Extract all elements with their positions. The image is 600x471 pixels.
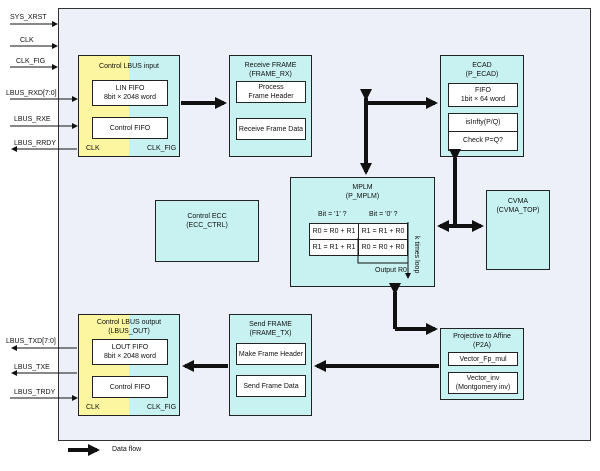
lbus-output-control-fifo: Control FIFO — [92, 376, 168, 398]
lbus-input-control-fifo-label: Control FIFO — [109, 124, 151, 132]
ecc-ctrl-title: Control ECC (ECC_CTRL) — [156, 212, 258, 230]
send-frame-data-label: Send Frame Data — [243, 382, 299, 390]
lbus-output-clk-fig-label: CLK_FIG — [147, 404, 177, 411]
ecad-title: ECAD (P_ECAD) — [441, 61, 523, 79]
bit-zero-condition: Bit = '0' ? — [369, 211, 398, 218]
ecad-check-group: isInfty(P/Q) Check P=Q? — [448, 113, 518, 151]
signal-lbus-rxe: LBUS_RXE — [14, 116, 51, 123]
mplm-title-name: MPLM — [352, 184, 373, 191]
output-r0-label: Output R0 — [375, 267, 407, 274]
lbus-output-control-fifo-label: Control FIFO — [109, 383, 151, 391]
receive-frame-data: Receive Frame Data — [236, 118, 306, 140]
mplm-title-module: (P_MPLM) — [345, 193, 380, 200]
make-frame-header-label: Make Frame Header — [238, 350, 304, 358]
frame-rx-title-module: (FRAME_RX) — [249, 71, 292, 78]
cvma-title-module: (CVMA_TOP) — [496, 207, 540, 214]
lbus-output-title-name: Control LBUS output — [96, 319, 162, 326]
vector-fp-mul: Vector_Fp_mul — [448, 352, 518, 366]
ecc-ctrl-title-module: (ECC_CTRL) — [186, 222, 228, 229]
lbus-input-clk-fig-label: CLK_FIG — [147, 145, 177, 152]
mplm-loop-path — [357, 222, 411, 279]
ecad-title-name: ECAD — [472, 62, 492, 69]
frame-tx-block: Send FRAME (FRAME_TX) Make Frame Header … — [229, 314, 312, 416]
mplm-block: MPLM (P_MPLM) Bit = '1' ? Bit = '0' ? R0… — [290, 177, 435, 287]
frame-tx-title-module: (FRAME_TX) — [249, 330, 292, 337]
lout-fifo: LOUT FIFO 8bit × 2048 word — [92, 339, 168, 365]
mplm-cell-r1-double: R1 = R1 + R1 — [309, 239, 359, 256]
signal-lines — [10, 21, 78, 401]
ecc-ctrl-title-name: Control ECC — [187, 213, 227, 220]
cvma-title: CVMA (CVMA_TOP) — [487, 197, 549, 215]
lbus-input-clk-label: CLK — [86, 145, 100, 152]
frame-tx-title: Send FRAME (FRAME_TX) — [230, 320, 311, 338]
signal-lbus-txe: LBUS_TXE — [14, 364, 50, 371]
bit-one-condition: Bit = '1' ? — [318, 211, 347, 218]
lin-fifo: LIN FIFO 8bit × 2048 word — [92, 80, 168, 106]
ecad-block: ECAD (P_ECAD) FIFO 1bit × 64 word isInft… — [440, 55, 524, 157]
signal-lbus-trdy: LBUS_TRDY — [14, 389, 56, 396]
p2a-title-module: (P2A) — [473, 342, 491, 349]
vector-inv-name: Vector_inv — [466, 375, 500, 382]
process-frame-header-line1: Process — [258, 84, 284, 91]
frame-rx-title-name: Receive FRAME — [244, 62, 297, 69]
send-frame-data: Send Frame Data — [236, 375, 306, 397]
frame-tx-title-name: Send FRAME — [249, 321, 292, 328]
lin-fifo-name: LIN FIFO — [115, 85, 145, 92]
k-times-loop-label: k times loop — [413, 236, 420, 274]
make-frame-header: Make Frame Header — [236, 343, 306, 365]
lbus-output-clk-label: CLK — [86, 404, 100, 411]
p2a-title-name: Projective to Affine — [453, 333, 511, 340]
lbus-output-title-module: (LBUS_OUT) — [108, 328, 150, 335]
signal-sys-xrst: SYS_XRST — [10, 14, 47, 21]
vector-inv-note: (Montgomery inv) — [455, 384, 511, 391]
vector-inv: Vector_inv (Montgomery inv) — [448, 372, 518, 394]
signal-clk: CLK — [20, 37, 34, 44]
ecad-title-module: (P_ECAD) — [465, 71, 499, 78]
lin-fifo-size: 8bit × 2048 word — [104, 94, 156, 101]
p2a-block: Projective to Affine (P2A) Vector_Fp_mul… — [440, 328, 524, 400]
frame-rx-block: Receive FRAME (FRAME_RX) Process Frame H… — [229, 55, 312, 157]
frame-rx-title: Receive FRAME (FRAME_RX) — [230, 61, 311, 79]
lout-fifo-name: LOUT FIFO — [111, 344, 149, 351]
isinfty-label: isInfty(P/Q) — [449, 114, 517, 132]
cvma-block: CVMA (CVMA_TOP) — [486, 190, 550, 270]
ecad-fifo-size: 1bit × 64 word — [460, 96, 506, 103]
receive-frame-data-label: Receive Frame Data — [238, 125, 304, 133]
ecc-ctrl-block: Control ECC (ECC_CTRL) — [155, 200, 259, 262]
ecad-fifo: FIFO 1bit × 64 word — [448, 83, 518, 107]
lbus-input-control-fifo: Control FIFO — [92, 117, 168, 139]
p2a-title: Projective to Affine (P2A) — [441, 332, 523, 350]
lbus-input-clk-domain — [79, 56, 129, 156]
process-frame-header: Process Frame Header — [236, 81, 306, 103]
lbus-input-title: Control LBUS input — [99, 63, 159, 70]
signal-lbus-rrdy: LBUS_RRDY — [14, 140, 57, 147]
signal-lbus-txd: LBUS_TXD[7:0] — [6, 338, 56, 345]
data-flow-arrows — [68, 89, 484, 456]
legend-label: Data flow — [112, 446, 142, 453]
mplm-title: MPLM (P_MPLM) — [291, 183, 434, 201]
check-p-eq-q-label: Check P=Q? — [463, 137, 503, 144]
lbus-output-title: Control LBUS output (LBUS_OUT) — [79, 318, 179, 336]
signal-lbus-rxd: LBUS_RXD[7:0] — [6, 90, 57, 97]
ecad-fifo-name: FIFO — [475, 87, 491, 94]
cvma-title-name: CVMA — [507, 198, 529, 205]
lout-fifo-size: 8bit × 2048 word — [104, 353, 156, 360]
process-frame-header-line2: Frame Header — [248, 93, 294, 100]
signal-clk-fig: CLK_FIG — [16, 58, 46, 65]
lbus-output-block: Control LBUS output (LBUS_OUT) LOUT FIFO… — [78, 314, 180, 416]
vector-fp-mul-label: Vector_Fp_mul — [459, 355, 507, 363]
lbus-input-block: Control LBUS input LIN FIFO 8bit × 2048 … — [78, 55, 180, 157]
lbus-output-clk-domain — [79, 315, 129, 415]
